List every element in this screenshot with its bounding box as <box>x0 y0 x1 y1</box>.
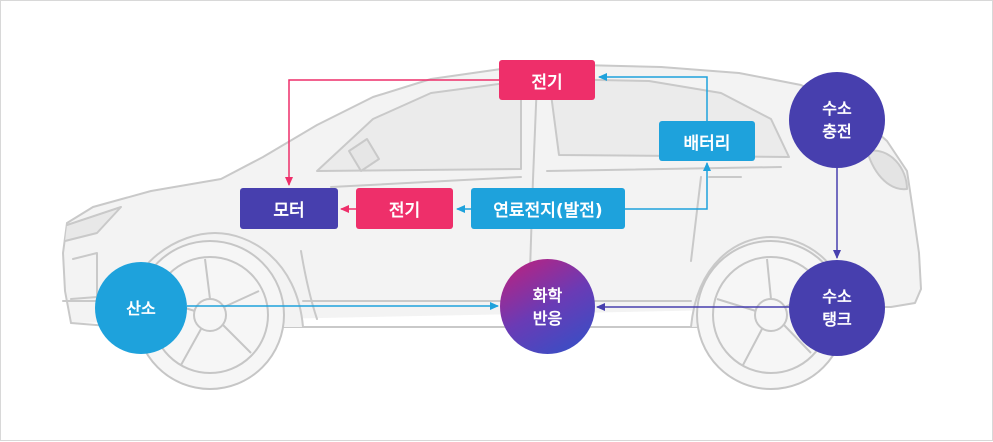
electricity-mid-box: 전기 <box>356 188 453 229</box>
arrow-battery-to-electricity <box>598 73 708 121</box>
hydrogen-charging-line2: 충전 <box>822 122 852 141</box>
oxygen-label: 산소 <box>126 298 156 318</box>
fuel-cell-box: 연료전지(발전) <box>471 188 625 229</box>
arrow-fuelcell-to-battery <box>625 162 711 210</box>
hydrogen-tank-circle: 수소 탱크 <box>789 260 885 356</box>
motor-label: 모터 <box>273 201 305 221</box>
flow-arrows <box>187 73 841 311</box>
hydrogen-charging-line1: 수소 <box>822 99 852 118</box>
arrow-electricity-to-motor <box>285 79 499 186</box>
electricity-top-label: 전기 <box>531 72 563 93</box>
chemical-reaction-circle: 화학 반응 <box>500 259 595 354</box>
hydrogen-tank-line1: 수소 <box>822 287 852 306</box>
chemical-reaction-line1: 화학 <box>532 285 563 305</box>
chemical-reaction-line2: 반응 <box>532 308 563 328</box>
electricity-top-box: 전기 <box>499 60 595 100</box>
motor-box: 모터 <box>240 188 338 229</box>
oxygen-circle: 산소 <box>95 262 187 354</box>
fuel-cell-label: 연료전지(발전) <box>493 201 603 221</box>
hydrogen-tank-line2: 탱크 <box>822 310 852 329</box>
battery-label: 배터리 <box>683 133 731 154</box>
battery-box: 배터리 <box>659 121 755 161</box>
electricity-mid-label: 전기 <box>388 201 421 221</box>
hydrogen-charging-circle: 수소 충전 <box>789 72 885 168</box>
